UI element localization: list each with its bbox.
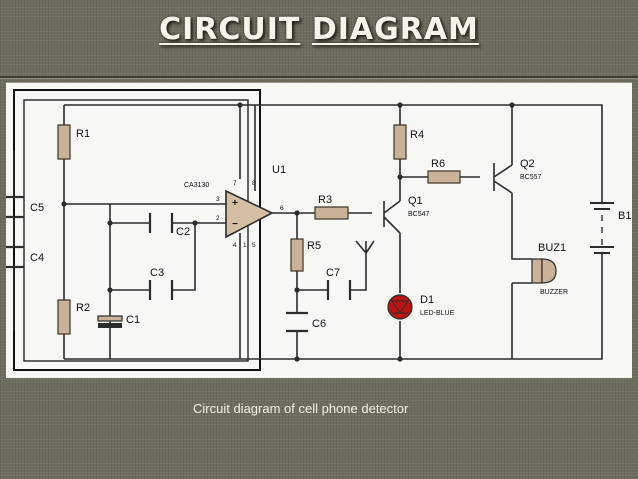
svg-text:7: 7 — [233, 180, 237, 187]
svg-text:−: − — [232, 219, 238, 230]
svg-text:3: 3 — [216, 196, 220, 203]
capacitor-c7 — [326, 280, 352, 300]
svg-text:2: 2 — [216, 215, 220, 222]
label-u1: U1 — [272, 164, 286, 176]
title-word-diagram: DIAGRAM — [311, 12, 479, 47]
label-d1-part: LED-BLUE — [420, 310, 455, 317]
resistor-r2 — [57, 299, 71, 335]
label-q2-part: BC557 — [520, 174, 542, 181]
outer-frame — [13, 89, 261, 371]
title-word-circuit: CIRCUIT — [159, 12, 301, 47]
label-r2: R2 — [76, 302, 90, 314]
label-buzzer-part: BUZZER — [540, 289, 568, 296]
label-c6: C6 — [312, 318, 326, 330]
svg-text:+: + — [232, 198, 238, 209]
label-r3: R3 — [318, 194, 332, 206]
title-divider — [0, 76, 638, 79]
opamp-u1 — [225, 189, 274, 239]
label-q1-part: BC547 — [408, 211, 430, 218]
buzzer-buz1 — [531, 258, 557, 284]
label-c3: C3 — [150, 267, 164, 279]
circuit-panel: + − R1 R2 R3 R4 R5 R6 C1 C2 C3 C4 C5 C6 … — [6, 82, 632, 378]
svg-text:1: 1 — [243, 242, 247, 249]
svg-text:6: 6 — [280, 205, 284, 212]
resistor-r1 — [57, 124, 71, 160]
capacitor-c2 — [148, 213, 174, 233]
label-q1: Q1 — [408, 195, 423, 207]
resistor-r6 — [427, 170, 461, 184]
label-buz1: BUZ1 — [538, 242, 566, 254]
capacitor-c5 — [6, 195, 24, 219]
label-r4: R4 — [410, 129, 424, 141]
resistor-r4 — [393, 124, 407, 160]
resistor-r5 — [290, 238, 304, 272]
svg-text:5: 5 — [252, 242, 256, 249]
label-c1: C1 — [126, 314, 140, 326]
svg-text:4: 4 — [233, 242, 237, 249]
page-title: CIRCUIT DIAGRAM — [0, 12, 638, 47]
label-r1: R1 — [76, 128, 90, 140]
capacitor-c1 — [97, 315, 123, 328]
capacitor-c4 — [6, 245, 24, 269]
resistor-r3 — [314, 206, 349, 220]
inner-frame — [23, 99, 249, 362]
capacitor-c6 — [286, 311, 308, 333]
figure-caption: Circuit diagram of cell phone detector — [193, 401, 409, 416]
junctions — [61, 102, 515, 362]
label-c7: C7 — [326, 267, 340, 279]
led-d1 — [387, 294, 413, 320]
label-c4: C4 — [30, 252, 44, 264]
svg-text:8: 8 — [252, 180, 256, 187]
label-q2: Q2 — [520, 158, 535, 170]
label-c2: C2 — [176, 226, 190, 238]
label-c5: C5 — [30, 202, 44, 214]
label-u1-part: CA3130 — [184, 182, 209, 189]
antenna-icon — [355, 240, 375, 254]
label-r5: R5 — [307, 240, 321, 252]
label-r6: R6 — [431, 158, 445, 170]
battery-b1 — [590, 202, 614, 254]
circuit-diagram: + − R1 R2 R3 R4 R5 R6 C1 C2 C3 C4 C5 C6 … — [6, 89, 631, 371]
label-b1: B1 — [618, 210, 631, 222]
wires — [13, 89, 603, 371]
capacitor-c3 — [148, 280, 174, 300]
label-d1: D1 — [420, 294, 434, 306]
